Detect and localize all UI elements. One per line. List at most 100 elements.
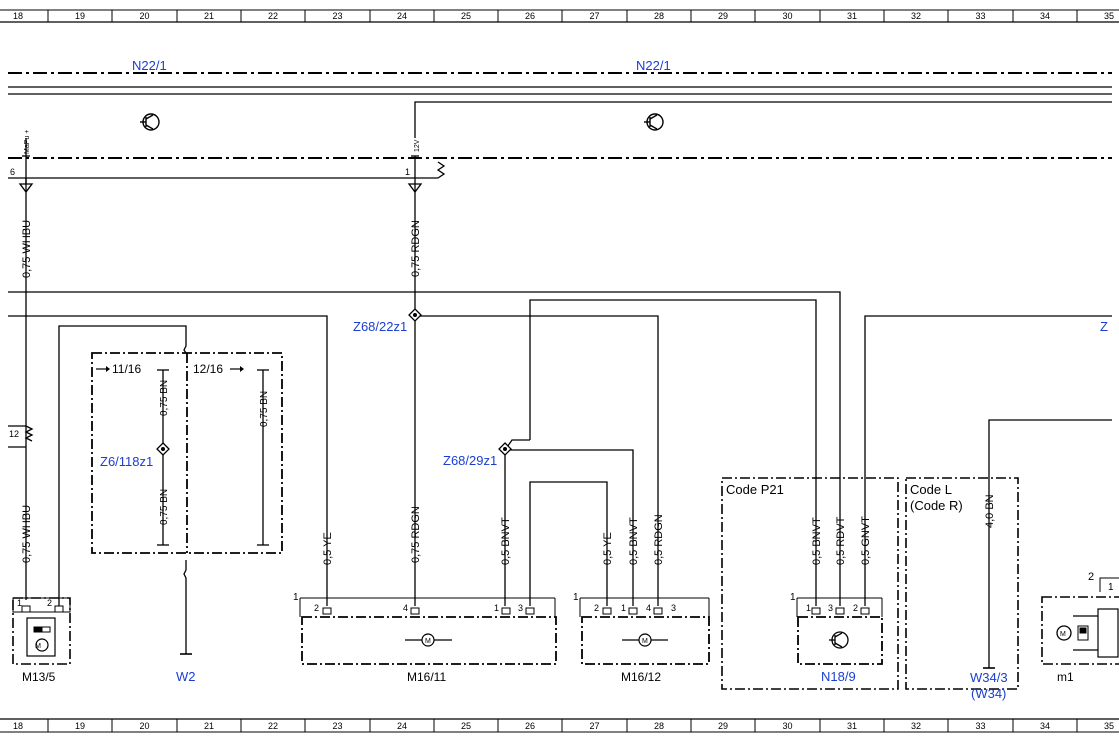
module-label-n22-left: N22/1 bbox=[132, 58, 167, 73]
wire-label: 0,5 YE bbox=[602, 532, 614, 565]
component-m1 bbox=[1041, 577, 1119, 665]
wire-label: 0,5 BNVT bbox=[811, 517, 823, 565]
component-label: N18/9 bbox=[821, 669, 856, 684]
module-label-n22-right: N22/1 bbox=[636, 58, 671, 73]
grid-column-number: 35 bbox=[1104, 721, 1114, 731]
grid-column-number: 28 bbox=[654, 721, 664, 731]
motor-icon: M bbox=[35, 643, 41, 650]
code-label: Code P21 bbox=[726, 482, 784, 497]
grid-column-number: 30 bbox=[782, 721, 792, 731]
grid-column-number: 33 bbox=[975, 11, 985, 21]
pin-number: 2 bbox=[314, 603, 319, 613]
module-boundary-n22 bbox=[8, 72, 1112, 159]
transistor-icon bbox=[140, 113, 160, 131]
pin-number: 2 bbox=[1088, 571, 1094, 583]
code-label: (Code R) bbox=[910, 498, 963, 513]
wire-label: 0,75 WHBU bbox=[21, 505, 33, 563]
component-label: m1 bbox=[1057, 670, 1074, 684]
grid-column-number: 31 bbox=[847, 721, 857, 731]
motor-icon: M bbox=[642, 638, 648, 645]
pin-label: 12V bbox=[414, 139, 421, 152]
connector-label: Z68/29z1 bbox=[443, 453, 497, 468]
pin-number: 1 bbox=[621, 603, 626, 613]
grid-column-number: 30 bbox=[782, 11, 792, 21]
grid-column-number: 33 bbox=[975, 721, 985, 731]
pin-number: 1 bbox=[1108, 582, 1114, 593]
distribution-wires bbox=[8, 291, 1112, 668]
grid-column-number: 23 bbox=[332, 721, 342, 731]
component-label: M16/12 bbox=[621, 670, 661, 684]
arrow-right-icon bbox=[230, 366, 244, 372]
pin-number: 2 bbox=[47, 598, 52, 608]
wire-label: 0,75 WHBU bbox=[21, 220, 33, 278]
grid-column-number: 22 bbox=[268, 11, 278, 21]
pin-number: 1 bbox=[17, 598, 22, 608]
grid-column-number: 34 bbox=[1040, 11, 1050, 21]
grid-column-number: 29 bbox=[718, 11, 728, 21]
wire-label: 0,5 RDGN bbox=[653, 514, 665, 565]
grid-column-number: 21 bbox=[204, 11, 214, 21]
wire-label: 0,75 RDGN bbox=[410, 506, 422, 563]
grid-column-number: 34 bbox=[1040, 721, 1050, 731]
component-label: (W34) bbox=[971, 686, 1006, 701]
transistor-icon bbox=[644, 113, 664, 131]
pin-label: 6 bbox=[10, 167, 15, 177]
component-label: W2 bbox=[176, 669, 196, 684]
wire-label: 0,75 RDGN bbox=[410, 220, 422, 277]
motor-icon: M bbox=[1060, 631, 1066, 638]
component-m13-5 bbox=[12, 597, 71, 665]
grid-column-number: 18 bbox=[13, 721, 23, 731]
component-m16-12 bbox=[579, 597, 710, 665]
grid-column-number: 35 bbox=[1104, 11, 1114, 21]
transistor-icon bbox=[829, 631, 849, 649]
grid-column-number: 28 bbox=[654, 11, 664, 21]
wire-label: 0,5 YE bbox=[322, 532, 334, 565]
wire-label: 4,0 BN bbox=[984, 494, 996, 528]
grid-column-number: 27 bbox=[589, 721, 599, 731]
grid-column-number: 26 bbox=[525, 721, 535, 731]
grid-column-number: 23 bbox=[332, 11, 342, 21]
wire-label: 0,5 BNVT bbox=[628, 517, 640, 565]
grid-column-number: 29 bbox=[718, 721, 728, 731]
splice-icon bbox=[408, 308, 422, 322]
reference-label: 12/16 bbox=[193, 362, 223, 376]
grid-column-number: 18 bbox=[13, 11, 23, 21]
grid-column-number: 25 bbox=[461, 11, 471, 21]
reference-label: 11/16 bbox=[112, 362, 141, 376]
pin-number: 1 bbox=[790, 592, 796, 603]
pin-number: 4 bbox=[646, 603, 651, 613]
grid-column-number: 21 bbox=[204, 721, 214, 731]
connector-label: Z6/118z1 bbox=[100, 454, 153, 469]
pin-number: 2 bbox=[853, 603, 858, 613]
pin-number: 3 bbox=[828, 603, 833, 613]
connector-label: Z bbox=[1100, 319, 1108, 334]
wire-label: 0,75 BN bbox=[159, 489, 170, 525]
pin-number: 1 bbox=[293, 592, 299, 603]
ground-block-w2 bbox=[91, 336, 283, 655]
wire-label: 0,5 BNVT bbox=[500, 517, 512, 565]
grid-column-number: 32 bbox=[911, 11, 921, 21]
wire-label: 0,5 RDVT bbox=[835, 516, 847, 565]
pin-number: 3 bbox=[671, 603, 676, 613]
pin-number: 1 bbox=[806, 603, 811, 613]
motor-icon: M bbox=[425, 638, 431, 645]
pin-number: 1 bbox=[573, 592, 579, 603]
grid-column-number: 24 bbox=[397, 11, 407, 21]
grid-column-number: 31 bbox=[847, 11, 857, 21]
code-label: Code L bbox=[910, 482, 952, 497]
grid-column-number: 25 bbox=[461, 721, 471, 731]
grid-column-number: 19 bbox=[75, 11, 85, 21]
wire-whbu bbox=[8, 138, 415, 600]
grid-column-number: 20 bbox=[139, 11, 149, 21]
component-label: W34/3 bbox=[970, 670, 1008, 685]
wire-label: 0,5 GNVT bbox=[860, 516, 872, 565]
component-m16-11 bbox=[299, 597, 557, 665]
connector-label: Z68/22z1 bbox=[353, 319, 407, 334]
pin-number: 3 bbox=[518, 603, 523, 613]
pin-number: 1 bbox=[494, 603, 499, 613]
grid-column-number: 20 bbox=[139, 721, 149, 731]
pin-number: 4 bbox=[403, 603, 408, 613]
